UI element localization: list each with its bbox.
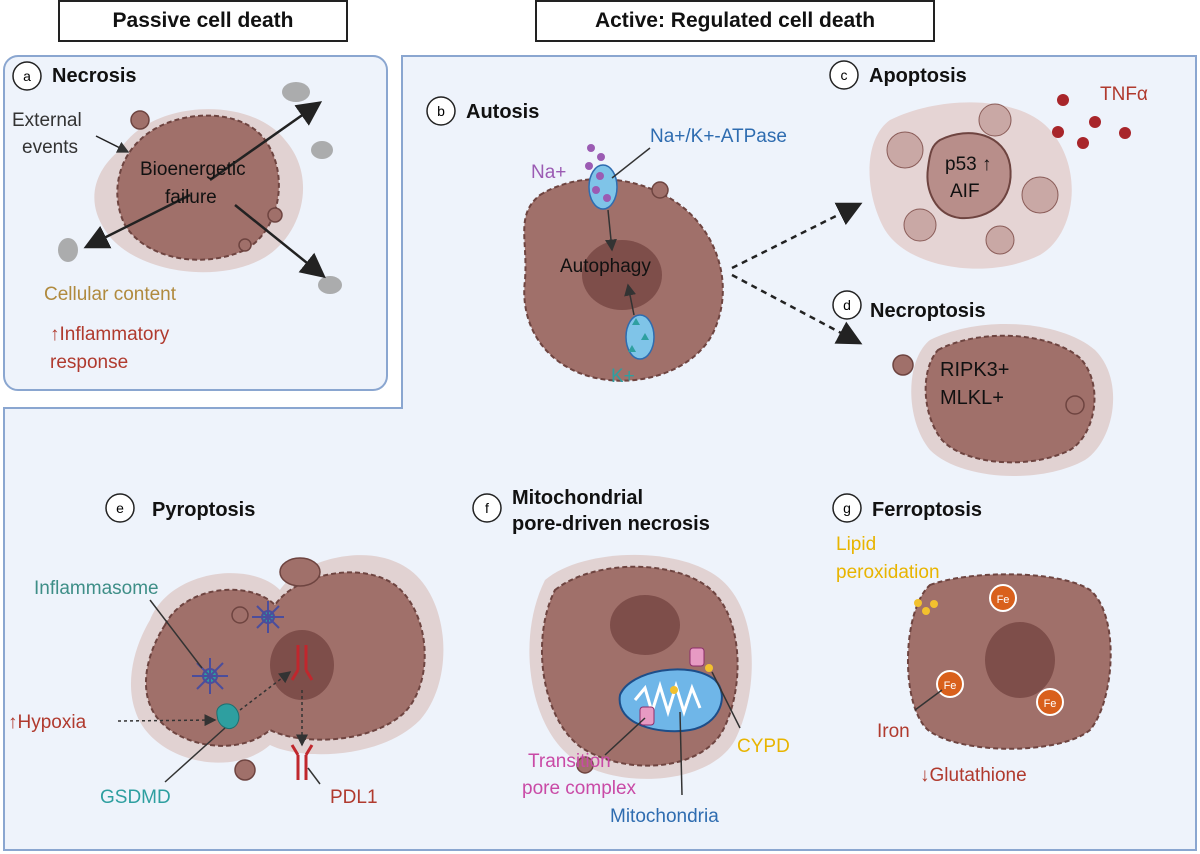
svg-text:e: e [116,500,124,516]
pdl1-icon [290,645,314,780]
hypoxia-label: ↑Hypoxia [8,712,87,733]
ripk3-label: RIPK3+ [940,359,1009,381]
sodium-ions [585,144,611,202]
svg-text:a: a [23,68,31,84]
apoptotic-cell [869,102,1072,269]
necroptosis-letter-badge: d [832,290,862,320]
p53-label: p53 ↑ [945,154,991,175]
mito-title-2: pore-driven necrosis [512,513,710,535]
autosis-title: Autosis [466,101,539,123]
svg-text:b: b [437,103,445,119]
necrosis-title: Necrosis [52,65,137,87]
pyroptosis-letter-badge: e [105,493,135,523]
release-arrows [83,101,326,279]
ferroptosis-letter-badge: g [832,493,862,523]
pathway-arrows [731,202,863,345]
transition-label-1: Transition [528,751,611,772]
pyroptotic-cell [130,555,444,781]
svg-text:d: d [843,297,851,313]
transition-label-2: pore complex [522,778,637,799]
necroptosis-title: Necroptosis [870,300,986,322]
mlkl-label: MLKL+ [940,387,1004,409]
svg-text:f: f [485,500,489,516]
lipid-label-1: Lipid [836,534,876,555]
inflammatory-label-1: ↑Inflammatory [50,324,170,345]
necrosis-letter-badge: a [12,61,42,91]
pyroptosis-arrows [117,671,308,747]
mito-letter-badge: f [472,493,502,523]
mitochondrion-icon [618,668,723,733]
failure-label: failure [165,187,217,208]
apoptosis-letter-badge: c [829,60,859,90]
debris-clumps [58,82,342,294]
mitochondria-label: Mitochondria [610,806,719,827]
external-events-label-1: External [12,110,82,131]
autosis-cell [523,178,724,382]
tnf-alpha-label: TNFα [1100,84,1148,105]
tnf-molecules [1052,94,1131,149]
cellular-content-label: Cellular content [44,284,177,305]
sodium-label: Na+ [531,162,566,183]
aif-label: AIF [950,181,980,202]
mito-leaders [604,671,741,796]
transition-pore-icon [639,647,713,726]
glutathione-label: ↓Glutathione [920,765,1027,786]
autosis-letter-badge: b [426,96,456,126]
passive-header: Passive cell death [58,0,348,42]
inflammasome-label: Inflammasome [34,578,159,599]
potassium-ions [628,318,649,352]
cypd-label: CYPD [737,736,790,757]
iron-leader [914,689,943,711]
pyroptosis-title: Pyroptosis [152,499,255,521]
inflammatory-label-2: response [50,352,128,373]
na-k-atpase-label: Na+/K+-ATPase [650,126,787,147]
pdl1-label: PDL1 [330,787,378,808]
iron-icons: Fe Fe Fe [936,584,1064,716]
mito-necrosis-cell [529,554,752,779]
lipid-peroxidation-icon [914,599,938,615]
mito-title-1: Mitochondrial [512,487,643,509]
lipid-label-2: peroxidation [836,562,940,583]
iron-label: Iron [877,721,910,742]
svg-text:Fe: Fe [997,594,1010,606]
svg-text:Fe: Fe [944,680,957,692]
ferroptosis-title: Ferroptosis [872,499,982,521]
svg-text:c: c [841,67,848,83]
external-events-label-2: events [22,137,78,158]
gsdmd-label: GSDMD [100,787,171,808]
apoptosis-title: Apoptosis [869,65,967,87]
potassium-label: K+ [611,366,635,387]
svg-text:Fe: Fe [1044,698,1057,710]
pyroptosis-leaders [149,599,321,785]
gsdmd-icon [216,703,240,729]
necroptotic-cell [892,323,1114,477]
active-header: Active: Regulated cell death [535,0,935,42]
svg-text:g: g [843,500,851,516]
autosis-arrows [604,147,651,316]
bioenergetic-label: Bioenergetic [140,159,246,180]
autophagy-label: Autophagy [560,256,651,277]
